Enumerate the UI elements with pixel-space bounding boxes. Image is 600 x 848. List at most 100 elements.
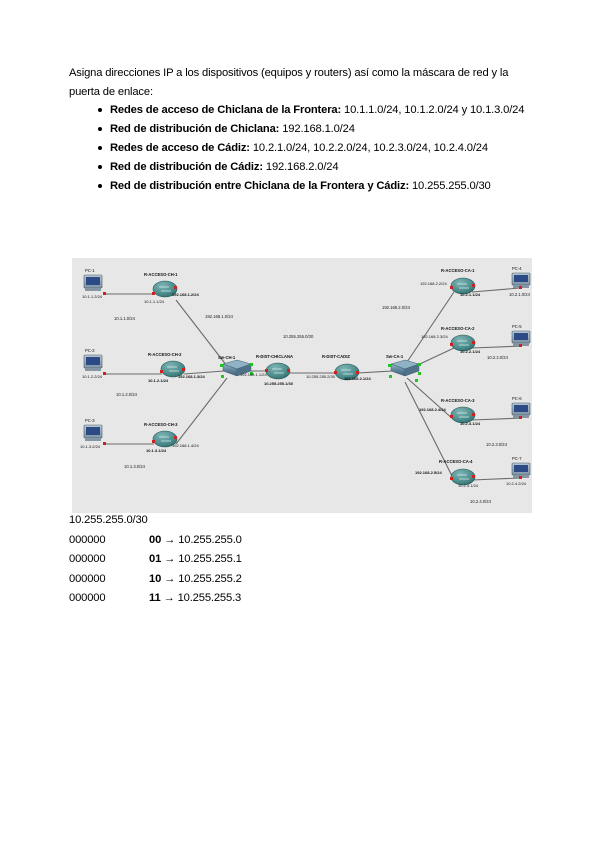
label-cadiz-trunk: 192.168.2.0/24 [382,305,411,310]
node-label: R-DIST-CADIZ [322,354,350,359]
label-access-net-7: 10.2.4.0/24 [470,499,492,504]
arrow-icon: → [164,533,176,546]
port-indicator [103,292,106,295]
node-pc-6[interactable]: PC-6 [511,396,531,419]
router-arrows [272,368,284,374]
node-pc-7[interactable]: PC-7 10.2.4.2/24 [506,456,531,486]
node-pc-1[interactable]: PC-1 10.1.1.2/24 [82,268,106,299]
port-indicator [519,476,522,479]
port-indicator [174,286,177,289]
node-label: R-ACCESO-CH-1 [144,272,178,277]
node-label: R-ACCESO-CA-3 [441,398,475,403]
node-switch-cadiz[interactable]: Sw-CA-1 [386,354,421,382]
node-router-b4[interactable]: R-ACCESO-CA-4 192.168.2.5/24 10.2.4.1/24 [415,459,479,488]
node-router-b3[interactable]: R-ACCESO-CA-3 192.168.2.4/24 10.2.3.1/24 [419,398,481,426]
pc-base [85,288,101,291]
subnet-pair: 00 [149,533,162,546]
subnet-bits: 000000 [69,553,106,565]
node-sublabel: 10.1.3.2/24 [80,444,101,449]
node-sublabel: 10.1.3.1/24 [146,448,167,453]
port-indicator [103,442,106,445]
node-pc-2[interactable]: PC-2 10.1.2.2/24 [82,348,106,379]
list-item-value: 10.2.1.0/24, 10.2.2.0/24, 10.2.3.0/24, 1… [249,142,488,154]
port-indicator [418,363,421,366]
port-indicator [287,369,290,372]
node-label: PC-3 [85,418,95,423]
label-access-net-4: 10.2.1.0/24 [509,292,531,297]
node-switch-chiclana[interactable]: Sw-CH-1 [218,355,253,378]
port-indicator [472,413,475,416]
node-label: PC-1 [85,268,95,273]
port-indicator [220,364,223,367]
node-sublabel: 192.168.1.1/24 [240,372,267,377]
port-indicator [389,375,392,378]
node-label: R-ACCESO-CH-3 [144,422,178,427]
port-indicator [418,372,421,375]
pc-screen [86,427,100,435]
node-label: R-ACCESO-CA-2 [441,326,475,331]
port-indicator [519,344,522,347]
node-router-b1[interactable]: R-ACCESO-CA-1 192.168.2.2/24 10.2.1.1/24 [420,268,481,297]
subnet-address: 10.255.255.2 [178,572,242,585]
node-pc-4[interactable]: PC-4 [511,266,531,289]
node-sublabel: 10.255.255.2/30 [306,374,336,379]
node-router-dist-cadiz[interactable]: R-DIST-CADIZ 10.255.255.2/30 192.168.2.1… [306,354,371,381]
node-sublabel: 10.1.1.1/24 [144,299,165,304]
subnet-pair: 11 [149,592,161,604]
switch-icon-right [236,363,252,377]
port-indicator [174,436,177,439]
label-access-net-3: 10.1.3.0/24 [124,464,146,469]
node-label: R-ACCESO-CA-1 [441,268,475,273]
subnet-bits: 000000 [69,572,106,585]
node-router-a3[interactable]: R-ACCESO-CH-3 10.1.3.1/24 192.168.1.4/24 [144,422,199,453]
node-pc-3[interactable]: PC-3 10.1.3.2/24 [80,418,106,449]
label-access-net-2: 10.1.2.0/24 [116,392,138,397]
node-label: PC-6 [512,396,522,401]
port-indicator [415,379,418,382]
port-indicator [519,286,522,289]
bullet-icon [98,165,102,169]
pc-screen [514,333,528,340]
subnet-address: 10.255.255.3 [177,592,242,604]
list-item: Red de distribución entre Chiclana de la… [69,177,535,196]
pc-base [85,438,101,441]
node-router-b2[interactable]: R-ACCESO-CA-2 192.168.2.3/24 10.2.2.1/24 [421,326,481,354]
router-arrows [457,412,469,418]
node-sublabel: 192.168.2.5/24 [415,470,442,475]
list-item-label: Redes de acceso de Cádiz: [110,142,250,154]
port-indicator [450,415,453,418]
node-router-a2[interactable]: R-ACCESO-CH-2 10.1.2.1/24 192.168.1.3/24 [148,352,205,383]
node-sublabel-2: 192.168.2.1/24 [344,376,371,381]
node-sublabel-2: 192.168.1.3/24 [178,374,205,379]
label-inter-site: 10.255.255.0/30 [283,334,314,339]
list-item-label: Red de distribución de Cádiz: [110,161,263,173]
node-label: Sw-CA-1 [386,354,404,359]
port-indicator [334,371,337,374]
pc-screen [86,357,100,365]
node-label: R-ACCESO-CH-2 [148,352,182,357]
port-indicator [472,341,475,344]
port-indicator [472,475,475,478]
router-arrows [159,436,171,442]
node-sublabel-2: 10.2.4.1/24 [458,483,479,488]
subnet-address: 10.255.255.0 [178,533,242,546]
node-pc-5[interactable]: PC-5 [511,324,531,347]
subnet-bits: 000000 [69,533,106,546]
node-label: R-DIST-CHICLANA [256,354,293,359]
switch-icon-right [404,363,420,377]
label-access-net-6: 10.2.3.0/24 [486,442,508,447]
subnet-header: 10.255.255.0/30 [69,514,148,526]
node-sublabel-2: 10.2.2.1/24 [460,349,481,354]
node-router-dist-chiclana[interactable]: R-DIST-CHICLANA 192.168.1.1/24 10.255.25… [240,354,294,386]
list-item: Red de distribución de Cádiz: 192.168.2.… [69,158,535,177]
pc-base [85,368,101,371]
pc-screen [514,465,528,472]
subnet-pair: 01 [149,553,162,565]
node-router-a1[interactable]: R-ACCESO-CH-1 10.1.1.1/24 192.168.1.2/24 [144,272,199,304]
subnet-address: 10.255.255.1 [178,553,242,565]
